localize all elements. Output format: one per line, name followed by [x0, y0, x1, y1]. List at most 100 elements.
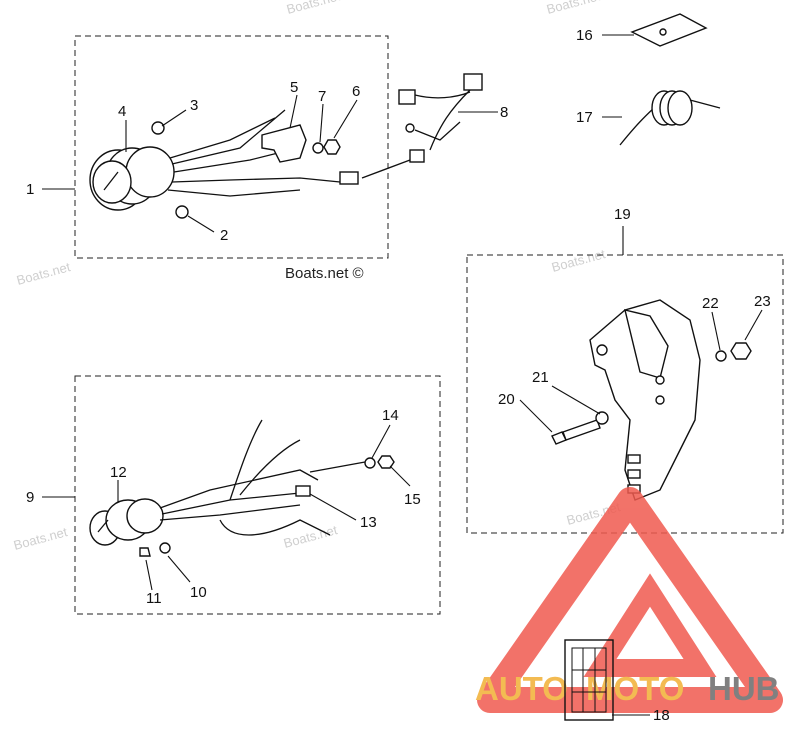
watermark-text: Boats.net — [550, 246, 607, 275]
leader-lines — [42, 34, 763, 716]
watermark-text: Boats.net — [285, 0, 342, 17]
logo-inner-triangle — [583, 573, 717, 677]
callout-labels: 1 2 3 4 5 6 7 8 9 10 11 12 13 14 15 16 1… — [26, 27, 771, 724]
trim-connector-13 — [295, 485, 311, 497]
leader-23 — [744, 309, 763, 341]
callout-6: 6 — [352, 83, 360, 100]
callout-21: 21 — [532, 369, 549, 386]
leader-5 — [289, 94, 298, 129]
callout-22: 22 — [702, 295, 719, 312]
wiring-harness-8 — [361, 73, 483, 179]
trim-wire — [239, 439, 301, 496]
leader-7 — [319, 103, 324, 143]
callout-8: 8 — [500, 104, 508, 121]
spiral-coil — [667, 90, 693, 126]
leader-11 — [145, 559, 153, 591]
callout-2: 2 — [220, 227, 228, 244]
callout-9: 9 — [26, 489, 34, 506]
trim-meter-needle — [97, 519, 109, 533]
trim-wire — [229, 419, 263, 501]
nut-15 — [377, 455, 395, 469]
callout-12: 12 — [110, 464, 127, 481]
tach-wire — [167, 189, 301, 197]
trim-meter-assembly-group — [74, 375, 441, 615]
grille-18 — [564, 639, 614, 721]
washer-7 — [312, 142, 324, 154]
callout-4: 4 — [118, 103, 126, 120]
leader-21 — [551, 385, 601, 415]
tachometer-assembly-group — [74, 35, 389, 259]
bulb-3 — [151, 121, 165, 135]
shrink-tube-hole — [659, 28, 667, 36]
autohub-logo: AUTO MOTO HUB — [475, 487, 783, 713]
washer-14 — [364, 457, 376, 469]
bracket-top — [624, 309, 669, 379]
harness-wire — [414, 91, 471, 99]
callout-14: 14 — [382, 407, 399, 424]
logo-triangle — [477, 487, 783, 713]
callout-15: 15 — [404, 491, 421, 508]
leader-10 — [167, 555, 191, 583]
harness-connector — [398, 89, 416, 105]
washer-21 — [595, 411, 609, 425]
callout-1: 1 — [26, 181, 34, 198]
leader-6 — [333, 99, 358, 139]
harness-wire — [429, 89, 471, 151]
callout-23: 23 — [754, 293, 771, 310]
harness-wire — [414, 121, 461, 141]
shrink-tube-part — [630, 13, 708, 47]
tach-wire — [171, 177, 341, 183]
bracket-slot — [627, 469, 641, 479]
watermark-text: Boats.net — [12, 524, 69, 553]
tachometer-face — [92, 160, 132, 204]
callout-20: 20 — [498, 391, 515, 408]
harness-terminal — [405, 123, 415, 133]
leader-3 — [161, 109, 187, 127]
copyright-text: Boats.net © — [285, 265, 364, 282]
callout-19: 19 — [614, 206, 631, 223]
bulb-10 — [159, 542, 171, 554]
callout-18: 18 — [653, 707, 670, 724]
leader-2 — [187, 215, 215, 233]
spiral-tube-17 — [619, 90, 721, 146]
trim-wire — [159, 469, 319, 509]
tach-bracket — [261, 124, 307, 163]
trim-wire — [159, 504, 301, 521]
bracket-slot — [627, 454, 641, 464]
tach-wire — [171, 109, 286, 165]
callout-10: 10 — [190, 584, 207, 601]
trim-wire — [309, 461, 366, 473]
leader-14 — [371, 424, 391, 459]
harness-connector — [409, 149, 425, 163]
leader-20 — [519, 399, 553, 433]
callout-5: 5 — [290, 79, 298, 96]
tachometer-needle — [103, 171, 119, 191]
callout-11: 11 — [146, 590, 162, 607]
bulb-11 — [139, 547, 151, 557]
leader-13 — [309, 493, 357, 521]
callout-13: 13 — [360, 514, 377, 531]
callout-7: 7 — [318, 88, 326, 105]
tachometer-back — [125, 146, 175, 198]
trim-wire — [161, 491, 311, 515]
group-box-trim-meter — [74, 375, 441, 615]
watermark-text: Boats.net — [545, 0, 602, 17]
logo-text-auto: AUTO — [475, 670, 568, 707]
nut-23 — [730, 342, 752, 360]
washer-22 — [715, 350, 727, 362]
logo-text-moto: MOTO — [586, 670, 684, 707]
leader-15 — [389, 465, 411, 487]
grille-inner — [571, 647, 607, 713]
shrink-tube-16 — [630, 13, 708, 47]
bracket-assembly-group — [466, 254, 784, 534]
mounting-bracket — [589, 299, 701, 501]
watermark-text: Boats.net — [282, 522, 339, 551]
tach-connector — [339, 171, 359, 185]
callout-3: 3 — [190, 97, 198, 114]
harness-wire — [361, 159, 411, 179]
group-box-bracket — [466, 254, 784, 534]
leader-22 — [711, 311, 721, 351]
trim-meter-back — [126, 498, 164, 534]
